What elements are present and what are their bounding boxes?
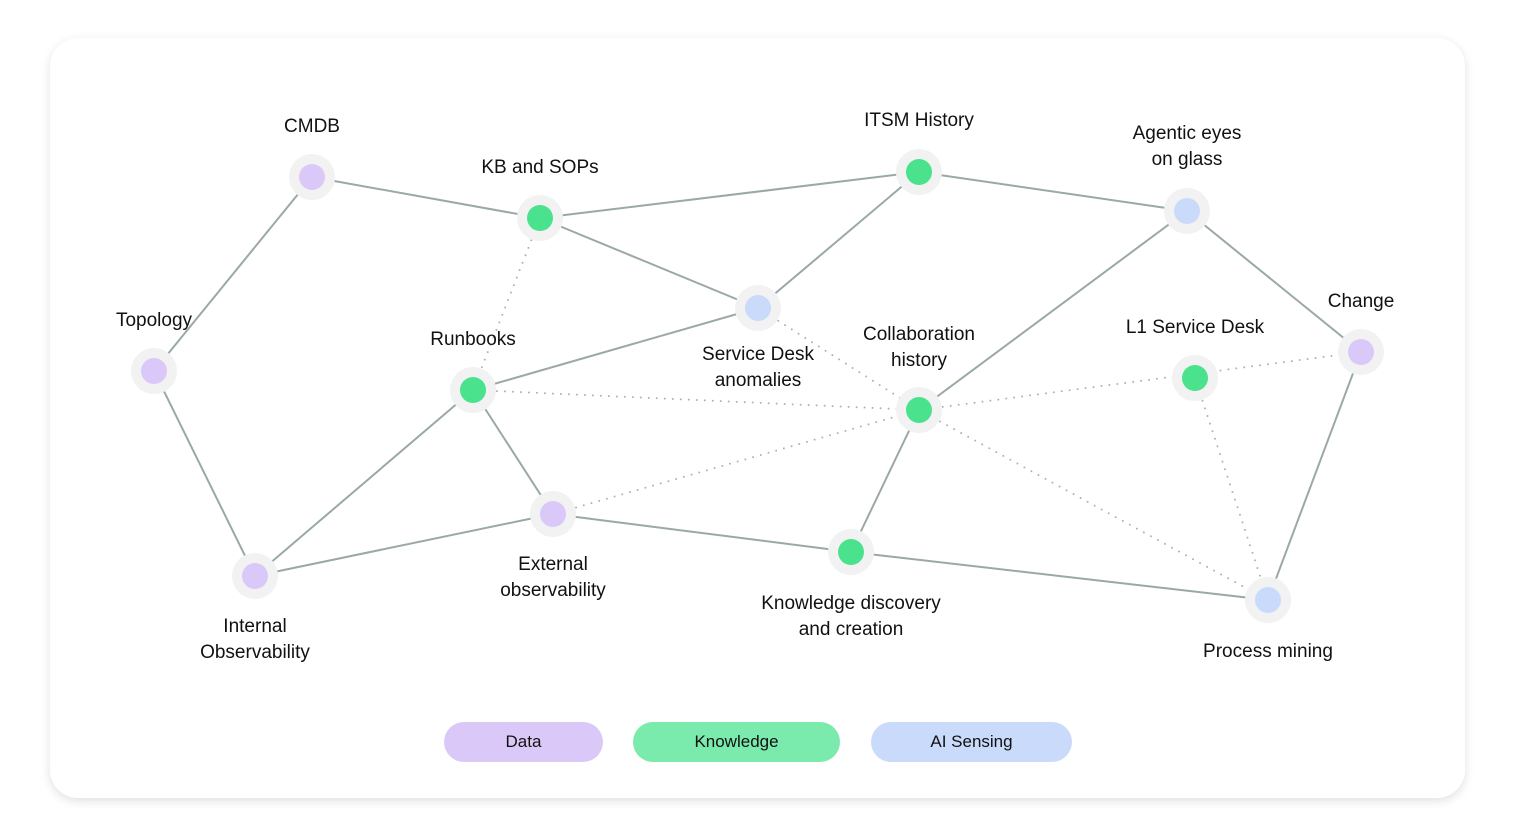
- node-dot: [527, 205, 553, 231]
- node-label-l1: L1 Service Desk: [1125, 317, 1265, 338]
- node-internal[interactable]: [232, 553, 278, 599]
- diagram-card: [50, 38, 1465, 798]
- node-itsm[interactable]: [896, 149, 942, 195]
- edge-kb-itsm: [539, 171, 920, 219]
- node-label-kd: Knowledge discovery and creation: [761, 593, 941, 640]
- node-label-process: Process mining: [1203, 641, 1333, 662]
- edge-itsm-agentic: [918, 171, 1188, 212]
- node-label-runbooks: Runbooks: [430, 329, 516, 350]
- node-change[interactable]: [1338, 329, 1384, 375]
- node-cmdb[interactable]: [289, 154, 335, 200]
- edge-sd-collab: [757, 307, 920, 411]
- node-agentic[interactable]: [1164, 188, 1210, 234]
- node-collab[interactable]: [896, 387, 942, 433]
- edge-itsm-sd: [757, 171, 920, 309]
- node-dot: [838, 539, 864, 565]
- node-runbooks[interactable]: [450, 367, 496, 413]
- node-label-itsm: ITSM History: [864, 110, 974, 131]
- node-dot: [1174, 198, 1200, 224]
- node-label-internal: Internal Observability: [200, 616, 310, 663]
- node-dot: [299, 164, 325, 190]
- node-dot: [906, 159, 932, 185]
- edge-cmdb-topology: [153, 176, 313, 372]
- node-dot: [1255, 587, 1281, 613]
- edge-external-kd: [552, 513, 852, 553]
- edge-agentic-collab: [918, 210, 1188, 411]
- node-dot: [460, 377, 486, 403]
- edge-sd-runbooks: [472, 307, 759, 391]
- node-kd[interactable]: [828, 529, 874, 575]
- node-dot: [540, 501, 566, 527]
- edge-l1-process: [1194, 377, 1269, 601]
- edge-internal-external: [254, 513, 554, 577]
- node-label-sd: Service Desk anomalies: [702, 344, 814, 391]
- node-label-kb: KB and SOPs: [481, 157, 599, 178]
- node-topology[interactable]: [131, 348, 177, 394]
- edge-change-process: [1267, 351, 1362, 601]
- node-kb[interactable]: [517, 195, 563, 241]
- node-l1[interactable]: [1172, 355, 1218, 401]
- legend-knowledge: Knowledge: [633, 722, 840, 762]
- node-label-change: Change: [1327, 291, 1395, 312]
- edge-topology-internal: [153, 370, 256, 577]
- edge-runbooks-external: [472, 389, 554, 515]
- legend-data: Data: [444, 722, 603, 762]
- node-dot: [141, 358, 167, 384]
- legend-sensing: AI Sensing: [871, 722, 1072, 762]
- edge-kb-sd: [539, 217, 759, 309]
- node-label-collab: Collaboration history: [863, 324, 975, 371]
- edge-kd-process: [850, 551, 1269, 601]
- edge-kd-collab: [850, 409, 920, 553]
- node-dot: [1182, 365, 1208, 391]
- node-label-cmdb: CMDB: [284, 116, 340, 137]
- node-dot: [745, 295, 771, 321]
- edge-runbooks-internal: [254, 389, 474, 577]
- node-dot: [1348, 339, 1374, 365]
- edge-runbooks-collab: [472, 389, 920, 411]
- node-process[interactable]: [1245, 577, 1291, 623]
- node-label-agentic: Agentic eyes on glass: [1132, 123, 1242, 170]
- node-label-topology: Topology: [115, 310, 193, 331]
- node-dot: [906, 397, 932, 423]
- node-dot: [242, 563, 268, 589]
- edge-cmdb-kb: [311, 176, 541, 219]
- edge-external-collab: [552, 409, 920, 515]
- edge-agentic-change: [1186, 210, 1362, 353]
- node-label-external: External observability: [500, 554, 606, 601]
- edge-kb-runbooks: [472, 217, 541, 391]
- node-sd[interactable]: [735, 285, 781, 331]
- node-external[interactable]: [530, 491, 576, 537]
